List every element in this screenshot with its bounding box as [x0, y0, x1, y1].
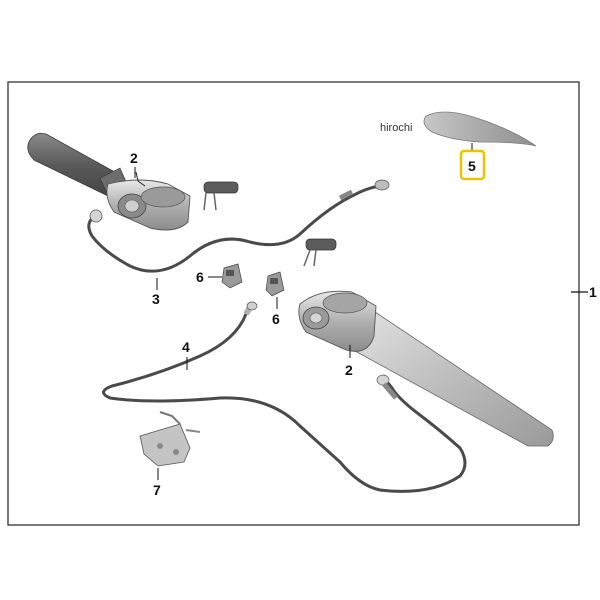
- callout-part1: 1: [589, 284, 597, 300]
- watermark-text: hirochi: [380, 122, 412, 134]
- cable-part3: [87, 179, 390, 273]
- callout-part4: 4: [182, 339, 190, 355]
- clip-part6-left: [221, 263, 243, 289]
- diagram-frame: [7, 81, 580, 526]
- callout-part5-highlight: [459, 149, 486, 181]
- callout-part6-right: 6: [272, 311, 280, 327]
- bracket-part7: [139, 411, 201, 467]
- left-heated-grip: [27, 132, 191, 231]
- connector-plug-right: [303, 238, 337, 267]
- callout-part2-right: 2: [345, 362, 353, 378]
- hand-guard-part5: [423, 111, 537, 147]
- callout-part3: 3: [152, 291, 160, 307]
- callout-part7: 7: [153, 482, 161, 498]
- callout-part6-left: 6: [196, 269, 204, 285]
- callout-part5: 5: [468, 158, 476, 174]
- callout-part2-left: 2: [130, 150, 138, 166]
- cable-part4: [102, 301, 467, 493]
- connector-plug-left: [203, 181, 239, 211]
- right-heated-grip: [298, 290, 554, 447]
- clip-part6-right: [265, 271, 285, 297]
